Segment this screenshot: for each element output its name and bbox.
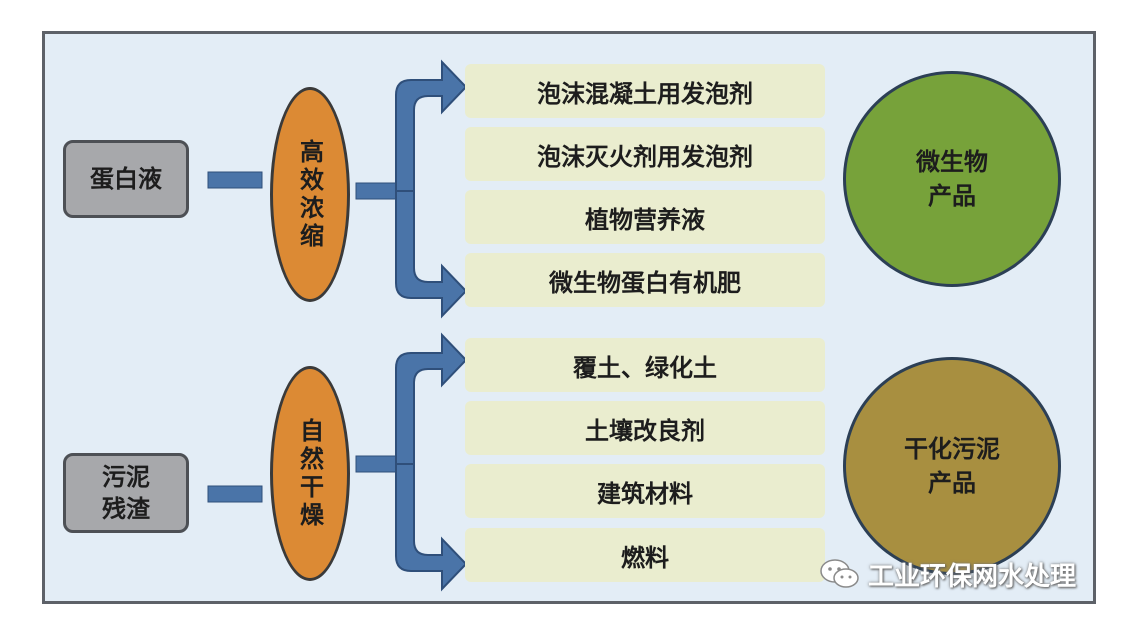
product-label: 覆土、绿化土 <box>573 353 717 382</box>
watermark-text: 工业环保网水处理 <box>868 561 1077 592</box>
product-item: 植物营养液 <box>465 190 825 244</box>
wechat-icon <box>820 559 859 588</box>
top-source-connector <box>207 171 263 189</box>
category-label: 干化污泥 产品 <box>904 435 1000 497</box>
source-box-sludge-residue: 污泥 残渣 <box>63 453 189 533</box>
product-label: 植物营养液 <box>585 205 705 234</box>
process-label: 自然干燥 <box>295 417 324 530</box>
source-label: 污泥 残渣 <box>102 463 150 523</box>
product-item: 建筑材料 <box>465 464 825 518</box>
category-label: 微生物 产品 <box>916 148 988 210</box>
source-box-protein-liquid: 蛋白液 <box>63 140 189 218</box>
process-label: 高效浓缩 <box>295 138 324 251</box>
product-item: 土壤改良剂 <box>465 401 825 455</box>
product-item: 泡沫混凝土用发泡剂 <box>465 64 825 118</box>
product-label: 燃料 <box>621 543 669 572</box>
bottom-lower-arrow <box>395 463 468 592</box>
product-label: 泡沫混凝土用发泡剂 <box>537 79 753 108</box>
top-upper-arrow <box>395 59 468 192</box>
product-label: 土壤改良剂 <box>585 416 705 445</box>
bottom-upper-arrow <box>395 332 468 465</box>
process-ellipse-concentration: 高效浓缩 <box>270 87 350 302</box>
product-item: 覆土、绿化土 <box>465 338 825 392</box>
top-process-connector <box>355 182 401 200</box>
product-item: 泡沫灭火剂用发泡剂 <box>465 127 825 181</box>
category-circle-microbial: 微生物 产品 <box>843 71 1061 287</box>
top-lower-arrow <box>395 190 468 319</box>
product-label: 泡沫灭火剂用发泡剂 <box>537 142 753 171</box>
process-ellipse-natural-drying: 自然干燥 <box>270 366 350 581</box>
product-label: 建筑材料 <box>597 479 693 508</box>
source-label: 蛋白液 <box>90 165 162 193</box>
product-item: 微生物蛋白有机肥 <box>465 253 825 307</box>
bottom-source-connector <box>207 485 263 503</box>
category-circle-dried-sludge: 干化污泥 产品 <box>843 357 1061 575</box>
watermark: 工业环保网水处理 <box>818 552 1108 596</box>
bottom-process-connector <box>355 455 401 473</box>
product-label: 微生物蛋白有机肥 <box>549 268 741 297</box>
product-item: 燃料 <box>465 528 825 582</box>
